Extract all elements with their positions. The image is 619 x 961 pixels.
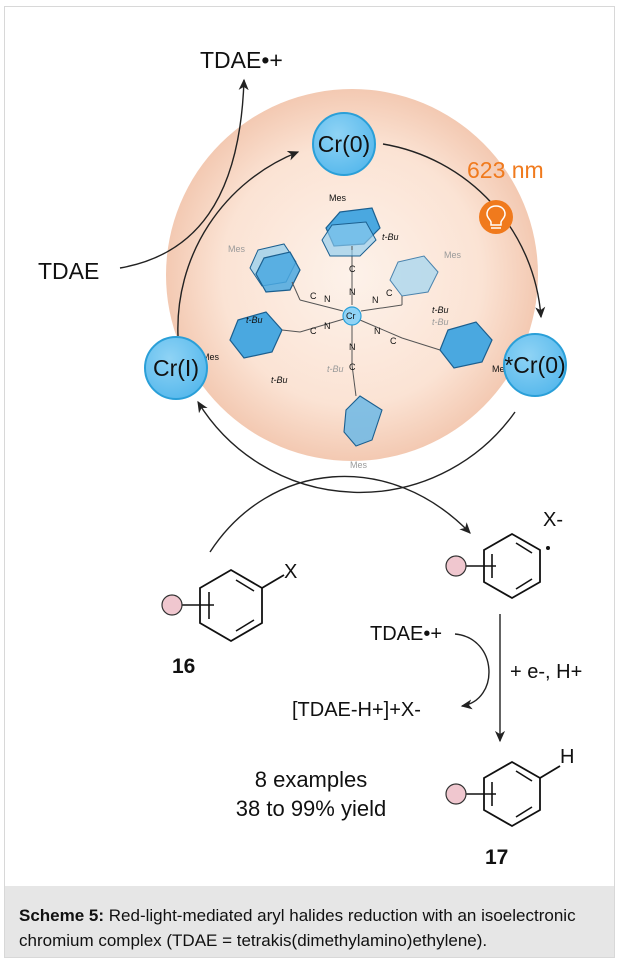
tdae-side-arrow	[454, 633, 490, 710]
sub-mes-3: Mes	[444, 250, 462, 260]
caption-text: Red-light-mediated aryl halides reductio…	[19, 906, 576, 950]
atom-n6: N	[349, 342, 356, 352]
product-atom-label: H	[560, 746, 574, 768]
tdae-label: TDAE	[38, 258, 99, 284]
node-cr0-excited-label: *Cr(0)	[504, 352, 565, 378]
cycle-arc-reduction	[197, 400, 516, 494]
atom-n1: N	[349, 287, 356, 297]
atom-c6: C	[349, 362, 356, 372]
node-cr0-excited: *Cr(0)	[503, 333, 567, 397]
chromium-center	[342, 306, 362, 326]
atom-n3: N	[324, 294, 331, 304]
radical-anion-label: X-	[543, 509, 563, 531]
yield-range: 38 to 99% yield	[236, 796, 386, 821]
figure-caption: Scheme 5: Red-light-mediated aryl halide…	[5, 886, 614, 957]
substrate-to-radical-arrow	[209, 475, 471, 553]
sub-tbu-5: t-Bu	[271, 375, 288, 385]
node-cr0: Cr(0)	[312, 112, 376, 176]
atom-c1: C	[349, 264, 356, 274]
chromium-complex: Cr N C N C N C N C N C N C Mes Mes Mes M…	[202, 193, 510, 470]
node-cr0-label: Cr(0)	[318, 131, 370, 157]
atom-c2: C	[386, 288, 393, 298]
radical-anion-structure	[445, 532, 550, 600]
compound-17-label: 17	[485, 846, 508, 869]
substrate-16-structure	[161, 568, 285, 643]
sub-mes-5: Mes	[492, 364, 510, 374]
tdae-radical-cation-side-label: TDAE•+	[370, 623, 442, 645]
sub-tbu-1: t-Bu	[382, 232, 399, 242]
caption-label: Scheme 5:	[19, 906, 105, 925]
sub-mes-4: Mes	[202, 352, 220, 362]
reaction-scheme: TDAE TDAE•+ 623 nm	[38, 47, 582, 869]
node-cr1-label: Cr(I)	[153, 355, 199, 381]
examples-count: 8 examples	[255, 767, 368, 792]
sub-mes-2: Mes	[228, 244, 246, 254]
byproduct-label: [TDAE-H+]+X-	[292, 699, 421, 721]
cycle-arc-regeneration	[177, 151, 300, 337]
tdae-radical-cation-label: TDAE•+	[200, 47, 283, 73]
sub-tbu-2: t-Bu	[246, 315, 263, 325]
atom-n2: N	[372, 295, 379, 305]
sub-mes-1: Mes	[329, 193, 347, 203]
substituent-marker-radical	[445, 555, 467, 577]
atom-c5: C	[390, 336, 397, 346]
substituent-marker-16	[161, 594, 183, 616]
atom-c3: C	[310, 291, 317, 301]
radical-dot	[546, 546, 550, 550]
light-bulb-icon	[479, 200, 513, 234]
sub-tbu-6: t-Bu	[327, 364, 344, 374]
chromium-atom-label: Cr	[346, 311, 356, 321]
sub-tbu-3: t-Bu	[432, 305, 449, 315]
atom-n4: N	[324, 321, 331, 331]
product-17-structure	[445, 760, 561, 828]
compound-16-label: 16	[172, 655, 195, 678]
halide-label: X	[284, 561, 297, 583]
atom-c4: C	[310, 326, 317, 336]
substituent-marker-17	[445, 783, 467, 805]
sub-tbu-4: t-Bu	[432, 317, 449, 327]
reduction-step-label: + e-, H+	[510, 661, 582, 683]
tdae-oxidation-arrow	[119, 78, 249, 269]
atom-n5: N	[374, 326, 381, 336]
node-cr1: Cr(I)	[144, 336, 208, 400]
wavelength-label: 623 nm	[467, 157, 544, 183]
sub-mes-6: Mes	[350, 460, 368, 470]
